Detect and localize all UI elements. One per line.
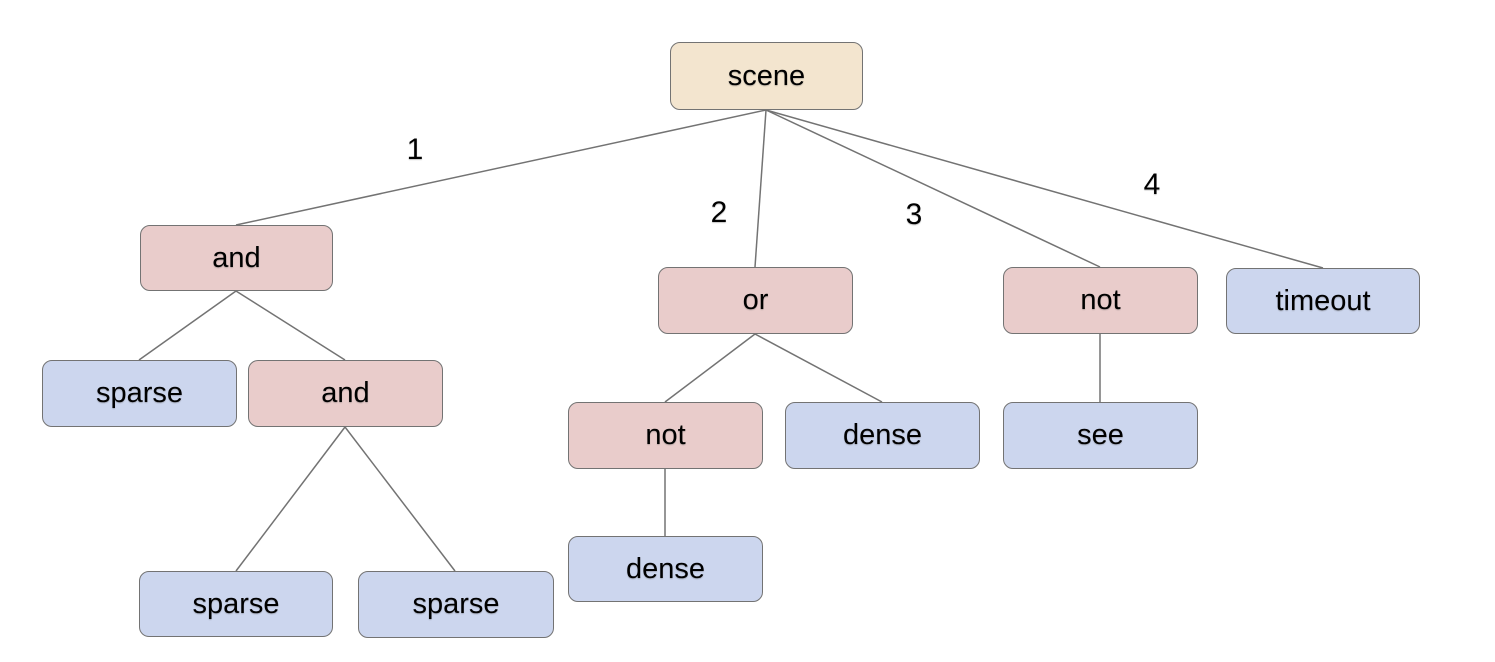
node-sparse-1: sparse	[42, 360, 237, 427]
edge-label-4: 4	[1143, 168, 1161, 201]
node-see-1: see	[1003, 402, 1198, 469]
node-timeout-1: timeout	[1226, 268, 1420, 334]
edge-scene-or-1	[754, 109, 767, 268]
edge-or-1-dense-1	[754, 333, 883, 403]
node-sparse-2: sparse	[139, 571, 333, 637]
edge-label-1: 1	[406, 133, 424, 166]
edge-and-2-sparse-3	[344, 426, 456, 572]
edge-label-2: 2	[710, 196, 728, 229]
edge-scene-timeout-1	[765, 109, 1324, 269]
node-or-1: or	[658, 267, 853, 334]
node-dense-2: dense	[568, 536, 763, 602]
node-sparse-3: sparse	[358, 571, 554, 638]
node-scene: scene	[670, 42, 863, 110]
edge-and-2-sparse-2	[235, 426, 346, 572]
edge-scene-and-1	[235, 109, 767, 226]
node-and-2: and	[248, 360, 443, 427]
edge-scene-not-1	[765, 109, 1101, 268]
edge-and-1-and-2	[235, 290, 346, 361]
edge-or-1-not-2	[664, 333, 756, 403]
node-not-1: not	[1003, 267, 1198, 334]
edge-and-1-sparse-1	[138, 290, 237, 361]
node-not-2: not	[568, 402, 763, 469]
edge-label-3: 3	[905, 198, 923, 231]
node-dense-1: dense	[785, 402, 980, 469]
node-and-1: and	[140, 225, 333, 291]
